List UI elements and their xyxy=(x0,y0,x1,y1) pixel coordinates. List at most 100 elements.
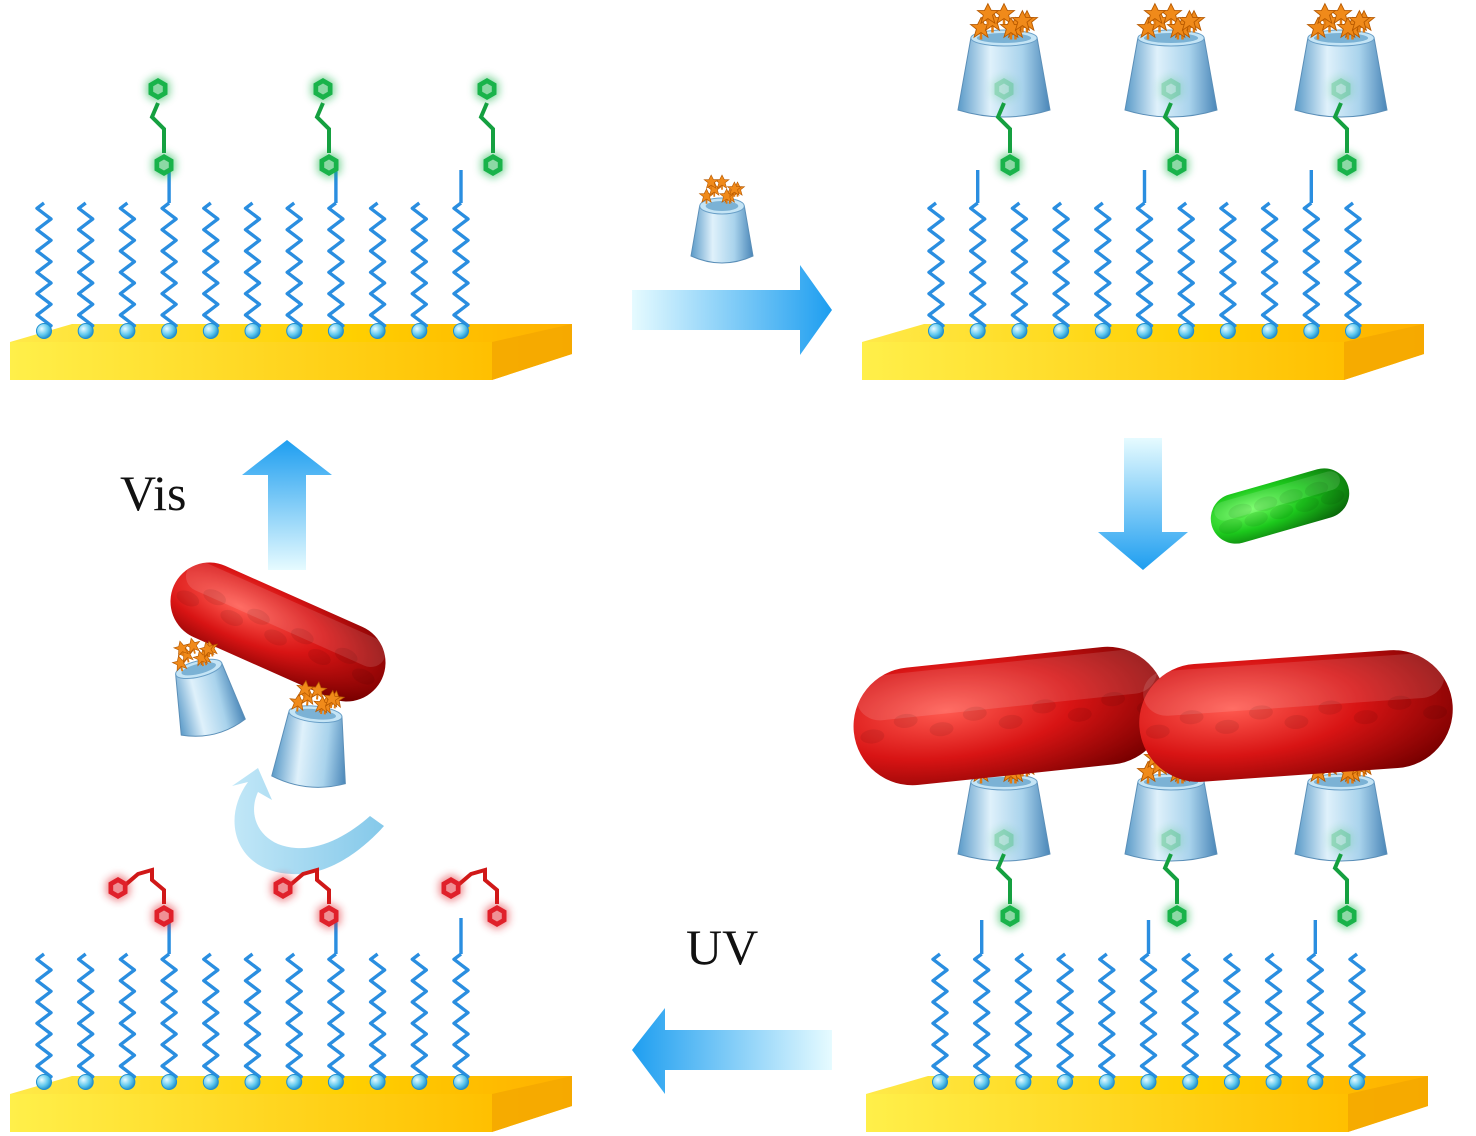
alkyl-chain-icon xyxy=(1264,952,1283,1090)
alkyl-chain-layer xyxy=(35,170,470,339)
alkyl-chain-icon xyxy=(1177,201,1195,339)
alkyl-chain-icon xyxy=(243,201,262,339)
gold-substrate-icon xyxy=(10,324,572,380)
alkyl-chain-icon xyxy=(285,952,303,1090)
anchor-bead-icon xyxy=(1223,1074,1240,1090)
process-arrow-icon xyxy=(1098,438,1188,570)
alkyl-chain-icon xyxy=(969,170,987,339)
mannose-ligand-icon xyxy=(1143,2,1167,26)
anchor-bead-icon xyxy=(1140,1074,1157,1090)
anchor-bead-icon xyxy=(973,1074,990,1090)
alkyl-chain-icon xyxy=(1302,170,1320,339)
alkyl-chain-icon xyxy=(1135,170,1154,339)
gold-substrate-icon xyxy=(10,1076,572,1132)
azobenzene-trans-icon xyxy=(1158,826,1190,930)
anchor-bead-icon xyxy=(1053,323,1070,339)
mannose-ligand-icon xyxy=(1313,2,1337,26)
anchor-bead-icon xyxy=(1261,323,1278,339)
anchor-bead-icon xyxy=(1057,1074,1074,1090)
visible-light-label: Vis xyxy=(120,465,187,521)
alkyl-chain-icon xyxy=(35,952,53,1090)
azobenzene-trans-icon xyxy=(145,75,177,179)
anchor-bead-icon xyxy=(202,323,219,339)
anchor-bead-icon xyxy=(969,323,986,339)
alkyl-chain-icon xyxy=(202,952,220,1090)
alkyl-chain-icon xyxy=(327,918,345,1090)
azobenzene-cis-icon xyxy=(270,867,342,930)
cyclodextrin-host-icon xyxy=(271,679,346,788)
anchor-bead-icon xyxy=(77,1074,94,1090)
anchor-bead-icon xyxy=(411,323,428,339)
alkyl-chain-icon xyxy=(1260,201,1279,339)
mannose-ligand-icon xyxy=(322,689,342,709)
anchor-bead-icon xyxy=(369,1074,386,1090)
mannose-ligand-icon xyxy=(296,679,315,699)
anchor-bead-icon xyxy=(77,323,94,339)
anchor-bead-icon xyxy=(453,323,469,339)
anchor-bead-icon xyxy=(1265,1074,1282,1090)
alkyl-chain-icon xyxy=(160,918,178,1090)
anchor-bead-icon xyxy=(1219,323,1236,339)
bacteria-red-icon xyxy=(1139,650,1453,782)
anchor-bead-icon xyxy=(1094,323,1111,339)
alkyl-chain-icon xyxy=(243,952,262,1090)
anchor-bead-icon xyxy=(1349,1074,1365,1090)
process-arrow-icon xyxy=(632,1008,832,1094)
alkyl-chain-icon xyxy=(118,952,137,1090)
alkyl-chain-icon xyxy=(410,952,428,1090)
azobenzene-trans-icon xyxy=(991,75,1023,179)
anchor-bead-icon xyxy=(369,323,386,339)
process-arrow-icon xyxy=(242,440,332,570)
alkyl-chain-icon xyxy=(452,170,470,339)
cyclodextrin-host-icon xyxy=(171,637,246,737)
anchor-bead-icon xyxy=(1303,323,1320,339)
mannose-ligand-icon xyxy=(198,641,215,658)
cyclodextrin-host-icon xyxy=(690,174,754,264)
anchor-bead-icon xyxy=(327,323,344,339)
release-arrow-icon xyxy=(232,768,384,875)
anchor-bead-icon xyxy=(928,323,944,339)
mannose-ligand-icon xyxy=(1177,9,1202,33)
alkyl-chain-icon xyxy=(1139,920,1158,1090)
alkyl-chain-icon xyxy=(1306,920,1324,1090)
anchor-bead-icon xyxy=(1182,1074,1199,1090)
anchor-bead-icon xyxy=(932,1074,948,1090)
anchor-bead-icon xyxy=(286,1074,303,1090)
azobenzene-trans-icon xyxy=(1328,75,1360,179)
anchor-bead-icon xyxy=(1011,323,1028,339)
anchor-bead-icon xyxy=(244,323,261,339)
alkyl-chain-icon xyxy=(77,201,95,339)
mannose-ligand-icon xyxy=(726,181,743,197)
anchor-bead-icon xyxy=(1345,323,1361,339)
alkyl-chain-icon xyxy=(368,952,387,1090)
mannose-ligand-icon xyxy=(1347,9,1372,33)
alkyl-chain-icon xyxy=(452,918,470,1090)
anchor-bead-icon xyxy=(1098,1074,1115,1090)
alkyl-chain-icon xyxy=(927,201,945,339)
anchor-bead-icon xyxy=(36,323,52,339)
alkyl-chain-icon xyxy=(285,201,303,339)
mannose-ligand-icon xyxy=(703,174,720,190)
azobenzene-trans-icon xyxy=(1158,75,1190,179)
alkyl-chain-icon xyxy=(160,170,178,339)
alkyl-chain-icon xyxy=(118,201,137,339)
alkyl-chain-icon xyxy=(1098,952,1116,1090)
bacteria-red-icon xyxy=(170,561,386,702)
alkyl-chain-icon xyxy=(1344,201,1362,339)
anchor-bead-icon xyxy=(1015,1074,1032,1090)
anchor-bead-icon xyxy=(1136,323,1153,339)
mannose-ligand-icon xyxy=(172,640,190,657)
alkyl-chain-icon xyxy=(1052,201,1070,339)
process-arrow-icon xyxy=(632,265,832,355)
anchor-bead-icon xyxy=(202,1074,219,1090)
alkyl-chain-icon xyxy=(368,201,387,339)
uv-light-label: UV xyxy=(686,919,759,975)
anchor-bead-icon xyxy=(119,1074,136,1090)
gold-substrate-icon xyxy=(866,1076,1428,1132)
anchor-bead-icon xyxy=(411,1074,428,1090)
alkyl-chain-icon xyxy=(202,201,220,339)
anchor-bead-icon xyxy=(119,323,136,339)
azobenzene-trans-icon xyxy=(991,826,1023,930)
bacteria-green-icon xyxy=(1210,468,1350,544)
